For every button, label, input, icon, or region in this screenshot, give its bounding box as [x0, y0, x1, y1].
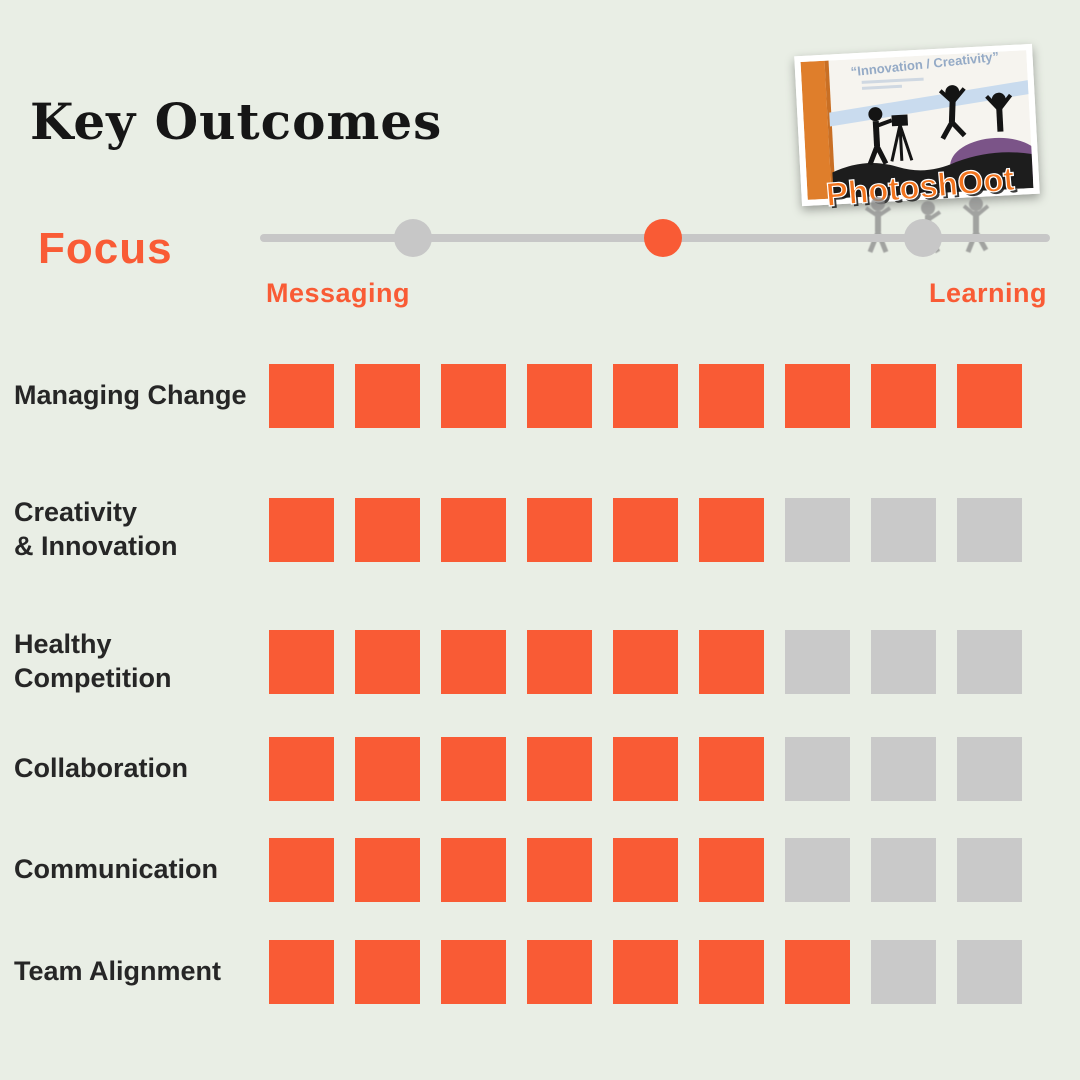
focus-label: Focus	[38, 224, 173, 273]
outcome-row: Team Alignment	[0, 940, 1080, 1004]
outcome-square-filled	[527, 940, 592, 1004]
outcome-square-filled	[269, 838, 334, 902]
outcome-square-filled	[441, 940, 506, 1004]
outcome-square-empty	[871, 737, 936, 801]
outcome-square-empty	[785, 630, 850, 694]
outcome-square-filled	[957, 364, 1022, 428]
slider-label-learning: Learning	[928, 278, 1047, 308]
outcome-square-empty	[957, 737, 1022, 801]
outcome-square-filled	[527, 737, 592, 801]
outcome-square-empty	[957, 940, 1022, 1004]
outcome-square-filled	[269, 630, 334, 694]
outcome-square-filled	[441, 737, 506, 801]
outcome-square-empty	[957, 498, 1022, 562]
outcome-row: Managing Change	[0, 364, 1080, 428]
outcome-squares	[269, 498, 1022, 562]
logo-illustration	[800, 50, 1034, 200]
outcome-square-filled	[613, 838, 678, 902]
outcome-square-filled	[355, 498, 420, 562]
outcome-square-filled	[441, 630, 506, 694]
outcome-row: Collaboration	[0, 737, 1080, 801]
slider-dot-2	[644, 219, 682, 257]
outcome-square-filled	[785, 940, 850, 1004]
outcome-square-filled	[699, 940, 764, 1004]
logo-card: “Innovation / Creativity” PhotoshOot	[794, 43, 1040, 214]
outcome-square-filled	[527, 498, 592, 562]
outcome-label: Managing Change	[14, 380, 247, 411]
outcome-square-empty	[957, 630, 1022, 694]
outcome-square-filled	[441, 498, 506, 562]
outcome-square-filled	[355, 364, 420, 428]
outcome-square-filled	[441, 838, 506, 902]
slider-dot-3	[904, 219, 942, 257]
outcome-square-filled	[699, 364, 764, 428]
outcome-square-filled	[441, 364, 506, 428]
outcome-square-empty	[871, 630, 936, 694]
outcome-squares	[269, 364, 1022, 428]
outcome-square-filled	[613, 498, 678, 562]
outcome-label: Creativity& Innovation	[14, 497, 178, 561]
outcome-square-filled	[699, 498, 764, 562]
outcome-square-filled	[269, 737, 334, 801]
focus-slider	[260, 218, 1050, 258]
outcome-square-filled	[269, 364, 334, 428]
photoshoot-logo: “Innovation / Creativity” PhotoshOot	[794, 43, 1040, 254]
outcome-square-empty	[871, 838, 936, 902]
slider-label-messaging: Messaging	[266, 278, 411, 308]
outcome-squares	[269, 838, 1022, 902]
outcome-square-filled	[527, 838, 592, 902]
outcome-square-empty	[957, 838, 1022, 902]
page-title: Key Outcomes	[30, 92, 443, 151]
outcome-label: Communication	[14, 854, 219, 885]
outcome-square-filled	[613, 737, 678, 801]
outcome-square-filled	[527, 364, 592, 428]
outcome-squares	[269, 940, 1022, 1004]
outcome-square-empty	[871, 940, 936, 1004]
outcome-squares	[269, 737, 1022, 801]
outcome-square-filled	[613, 940, 678, 1004]
outcome-square-filled	[355, 838, 420, 902]
outcome-square-filled	[269, 498, 334, 562]
outcome-square-filled	[613, 630, 678, 694]
outcome-square-filled	[871, 364, 936, 428]
outcome-square-filled	[699, 630, 764, 694]
outcome-square-filled	[785, 364, 850, 428]
outcome-square-filled	[269, 940, 334, 1004]
outcome-square-empty	[785, 838, 850, 902]
outcome-row: Communication	[0, 838, 1080, 902]
outcome-label: Team Alignment	[14, 956, 222, 987]
outcome-square-filled	[355, 940, 420, 1004]
outcome-square-filled	[613, 364, 678, 428]
slider-dot-1	[394, 219, 432, 257]
outcome-square-empty	[871, 498, 936, 562]
outcome-square-filled	[355, 737, 420, 801]
outcome-label: Collaboration	[14, 753, 188, 784]
outcome-row: Creativity& Innovation	[0, 497, 1080, 562]
outcome-squares	[269, 630, 1022, 694]
outcome-square-filled	[699, 838, 764, 902]
outcome-square-filled	[355, 630, 420, 694]
outcome-square-filled	[527, 630, 592, 694]
outcome-square-filled	[699, 737, 764, 801]
outcome-square-empty	[785, 498, 850, 562]
outcome-square-empty	[785, 737, 850, 801]
